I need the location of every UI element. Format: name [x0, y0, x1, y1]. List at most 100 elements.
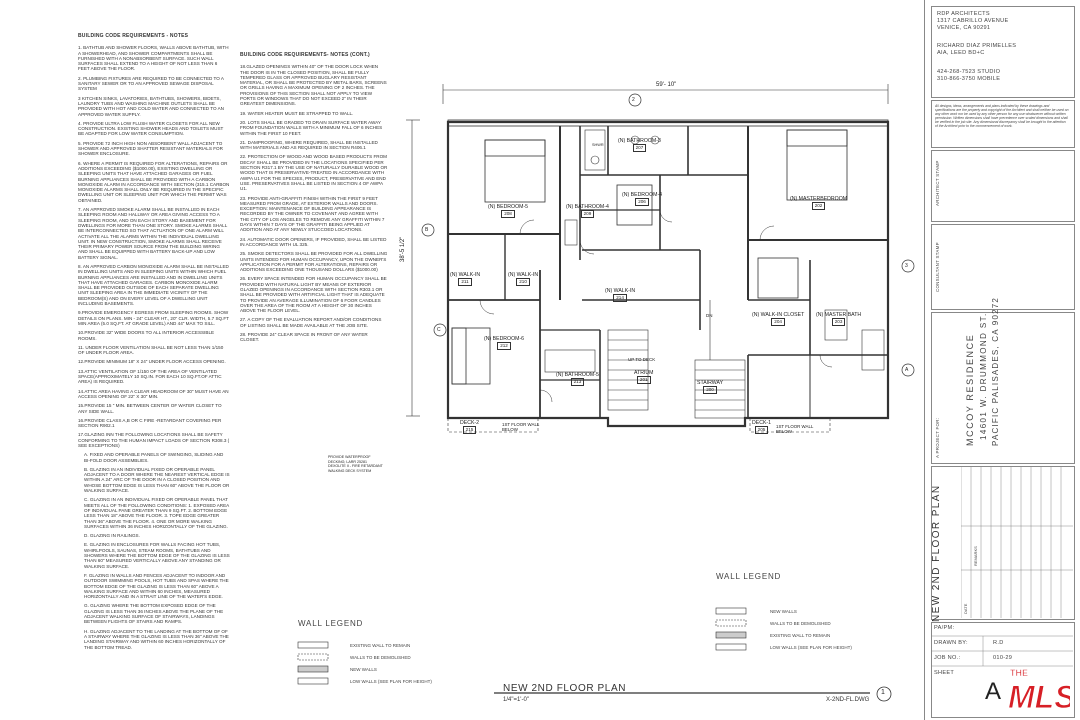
room-name: (N) MASTERBEDROOM — [790, 196, 848, 202]
rev-date-header: DATE — [963, 603, 968, 614]
room-number: 214 — [613, 294, 627, 302]
firm-principal: RICHARD DIAZ PRIMELLES — [937, 43, 1017, 49]
code-note: E. GLAZING IN ENCLOSURES FOR WALLS FACIN… — [84, 542, 230, 569]
room-name: (N) BATHROOM-3 — [618, 138, 661, 144]
drawn-by-label: DRAWN BY: — [934, 640, 968, 646]
code-note: D. GLAZING IN RAILINGS. — [84, 533, 140, 539]
dimension-height: 38'-5 1/2" — [400, 236, 406, 262]
svg-text:MLS: MLS — [1008, 679, 1070, 714]
title-block: RDP ARCHITECTS 1317 CABRILLO AVENUE VENI… — [924, 0, 1080, 720]
project-for-label: A PROJECT FOR: — [935, 417, 940, 458]
room-number: 213 — [570, 378, 585, 386]
legend-left-item: LOW WALLS (SEE PLAN FOR HEIGHT) — [350, 679, 432, 684]
room-name: (N) WALK-IN — [450, 272, 481, 278]
shwr-label: SHWR — [592, 143, 604, 147]
legend-right-item: NEW WALLS — [770, 609, 797, 614]
firm-box — [931, 6, 1075, 98]
plan-title: NEW 2ND FLOOR PLAN — [503, 683, 627, 694]
job-info-box — [931, 622, 1075, 718]
pa-pm-label: PA/PM: — [934, 625, 955, 631]
grid-marker: B — [425, 227, 429, 233]
code-note: 2. PLUMBING FIXTURES ARE REQUIRED TO BE … — [78, 75, 224, 92]
job-info-lines — [931, 635, 1073, 667]
room-name: (N) BATHROOM-4 — [566, 204, 609, 210]
grid-marker: C — [437, 327, 441, 333]
room-number: 207 — [632, 144, 647, 152]
project-address-2: PACIFIC PALISADES, CA 90272 — [991, 296, 1000, 446]
room-number: 208 — [501, 210, 515, 218]
firm-phone-studio: 424-268-7523 STUDIO — [937, 69, 1001, 75]
code-note: 19. WATER HEATER MUST BE STRAPPED TO WAL… — [240, 110, 354, 116]
first-floor-wall-label-2: 1ST FLOOR WALL BELOW — [776, 424, 814, 434]
code-note: 12.PROVIDE MINIMUM 18" X 24" UNDER FLOOR… — [78, 359, 226, 365]
code-notes-column-1: BUILDING CODE REQUIREMENTS - NOTES 1. BA… — [78, 33, 230, 654]
code-note: 14.ATTIC AREA HAVING A CLEAR HEADROOM OF… — [78, 388, 229, 399]
legend-right-item: WALLS TO BE DEMOLISHED — [770, 621, 831, 626]
dimension-width: 59'- 10" — [656, 82, 677, 88]
drawn-by-value: R.D — [993, 640, 1004, 646]
job-no-label: JOB NO.: — [934, 655, 961, 661]
room-name: DECK-1 — [752, 420, 772, 426]
room-name: DECK-2 — [460, 420, 480, 426]
code-note: 9.PROVIDE EMERGENCY EGRESS FROM SLEEPING… — [78, 310, 229, 326]
legend-right-item: LOW WALLS (SEE PLAN FOR HEIGHT) — [770, 645, 852, 650]
room-number: 204 — [771, 318, 785, 326]
firm-phone-mobile: 310-866-3750 MOBILE — [937, 76, 1001, 82]
notes-header: BUILDING CODE REQUIREMENTS - NOTES — [78, 33, 189, 39]
room-number: 211 — [458, 278, 472, 286]
room-number: 201 — [636, 376, 651, 384]
room-number: 212 — [497, 342, 511, 350]
grid-marker: 3 — [905, 263, 908, 269]
mls-logo: THE MLS — [1008, 662, 1077, 719]
code-note: 25. SMOKE DETECTORS SHALL BE PROVIDED FO… — [240, 251, 388, 273]
room-number: 203 — [831, 318, 846, 326]
job-no-value: 010-29 — [993, 655, 1013, 661]
plan-dwg-name: X-2ND-FL.DWG — [826, 697, 870, 703]
architect-stamp-box — [931, 150, 1075, 222]
code-note: A. FIXED AND OPERABLE PANELS OF SWINGING… — [84, 452, 224, 463]
legend-right-item: EXISTING WALL TO REMAIN — [770, 633, 831, 638]
firm-city: VENICE, CA 90291 — [937, 25, 991, 31]
code-note: F. GLAZING IN WALLS AND FENCES ADJACENT … — [84, 572, 229, 600]
room-number: 215 — [462, 426, 477, 434]
legend-left-title: WALL LEGEND — [298, 619, 364, 628]
firm-credentials: AIA, LEED BD+C — [937, 50, 985, 56]
notes-list-cont: 18.GLAZED OPENINGS WITHIN 40" OF THE DOO… — [240, 64, 388, 342]
code-note: G. GLAZING WHERE THE BOTTOM EXPOSED EDGE… — [84, 603, 224, 625]
notes-sublist: A. FIXED AND OPERABLE PANELS OF SWINGING… — [78, 452, 230, 650]
room-name: (N) WALK-IN — [605, 288, 636, 294]
architect-stamp-label: ARCHITECT STAMP — [935, 160, 940, 206]
project-name: MCCOY RESIDENCE — [965, 333, 975, 446]
code-note: 23. PROVIDE ANTI-GRAFFITI FINISH WITHIN … — [240, 195, 385, 233]
code-note: 20. LOTS SHALL BE GRADED TO DRAIN SURFAC… — [240, 119, 383, 136]
code-note: 26. EVERY SPACE INTENDED FOR HUMAN OCCUP… — [240, 276, 387, 314]
code-note: C. GLAZING IN AN INDIVIDUAL FIXED OR OPE… — [84, 497, 229, 529]
code-note: 16.PROVIDE CLASS A,B OR C FIRE -RETARDAN… — [78, 417, 222, 429]
room-number: 200 — [703, 386, 717, 394]
sheet-title-box — [931, 466, 1075, 620]
code-note: 15.PROVIDE 15 " MIN. BETWEEN CENTER OF W… — [78, 403, 222, 414]
grid-marker: A — [905, 367, 909, 373]
plan-scale: 1/4"=1'-0" — [503, 697, 529, 703]
room-name: STAIRWAY — [697, 380, 724, 386]
sheet-label: SHEET — [934, 670, 955, 676]
code-note: 17.GLAZING INN THE FOLLOWING LOCATIONS S… — [78, 432, 230, 448]
code-note: 18.GLAZED OPENINGS WITHIN 40" OF THE DOO… — [240, 64, 387, 107]
sheet-ref-bubble: 1 — [881, 689, 885, 696]
notes-list: 1. BATHTUB AND SHOWER FLOORS, WALLS ABOV… — [78, 45, 230, 448]
code-note: 10.PROVIDE 32" WIDE DOORS TO ALL INTERIO… — [78, 330, 215, 341]
consultant-stamp-box — [931, 224, 1075, 310]
code-note: B. GLAZING IN AN INDIVIDUAL FIXED OR OPE… — [84, 466, 230, 494]
project-address-1: 14601 W. DRUMMOND ST. — [979, 312, 988, 440]
room-name: (N) BEDROOM-6 — [484, 336, 525, 342]
notes-header-cont: BUILDING CODE REQUIREMENTS- NOTES (CONT.… — [240, 52, 370, 58]
code-note: 28. PROVIDE 24" CLEAR SPACE IN FRONT OF … — [240, 332, 368, 343]
firm-name: RDP ARCHITECTS — [937, 11, 990, 17]
code-note: 27. A COPY OF THE EVALUATION REPORT AND/… — [240, 317, 382, 328]
code-note: 21. DAMPROOFING, WHERE REQUIRED, SHALL B… — [240, 139, 378, 151]
